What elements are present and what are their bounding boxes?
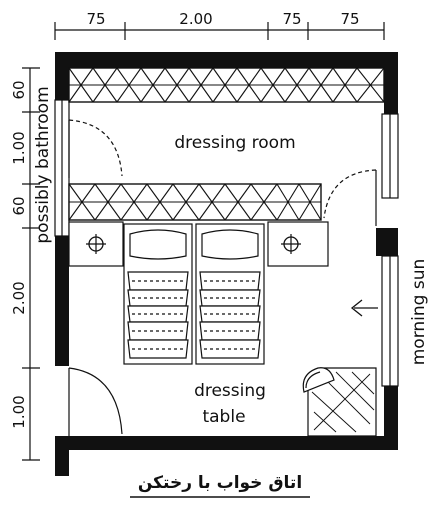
walls [55,52,398,476]
dimension-left-4: 2.00 [10,281,28,314]
wardrobe-middle [68,183,322,221]
entrance-door [68,367,123,436]
dimension-top-2: 2.00 [179,10,212,28]
windows [381,113,399,387]
dimension-top-4: 75 [340,10,359,28]
label-dressing-room: dressing room [174,133,295,153]
dimension-left-2: 1.00 [10,131,28,164]
bathroom-door [68,119,123,178]
left-dimension-line [22,67,40,461]
label-possibly-bathroom: possibly bathroom [33,86,53,243]
morning-sun-arrow [350,299,378,317]
wardrobe-top [68,67,385,103]
dimension-top-3: 75 [282,10,301,28]
label-dressing: dressing [194,381,266,401]
bed-left [123,223,193,365]
dimension-top-1: 75 [86,10,105,28]
label-morning-sun: morning sun [409,259,429,366]
plan-title: اتاق خواب با رختکن [138,473,302,493]
bedside-table-left [68,221,124,267]
bathroom-partition [54,99,70,237]
label-table: table [202,407,245,427]
dressing-table [302,367,377,437]
dimension-left-3: 60 [10,196,28,215]
dimension-left-1: 60 [10,80,28,99]
bedside-table-right [267,221,329,267]
bed-right [195,223,265,365]
top-dimension-line [54,22,385,40]
dressing-room-door [323,169,377,226]
dimension-left-5: 1.00 [10,395,28,428]
